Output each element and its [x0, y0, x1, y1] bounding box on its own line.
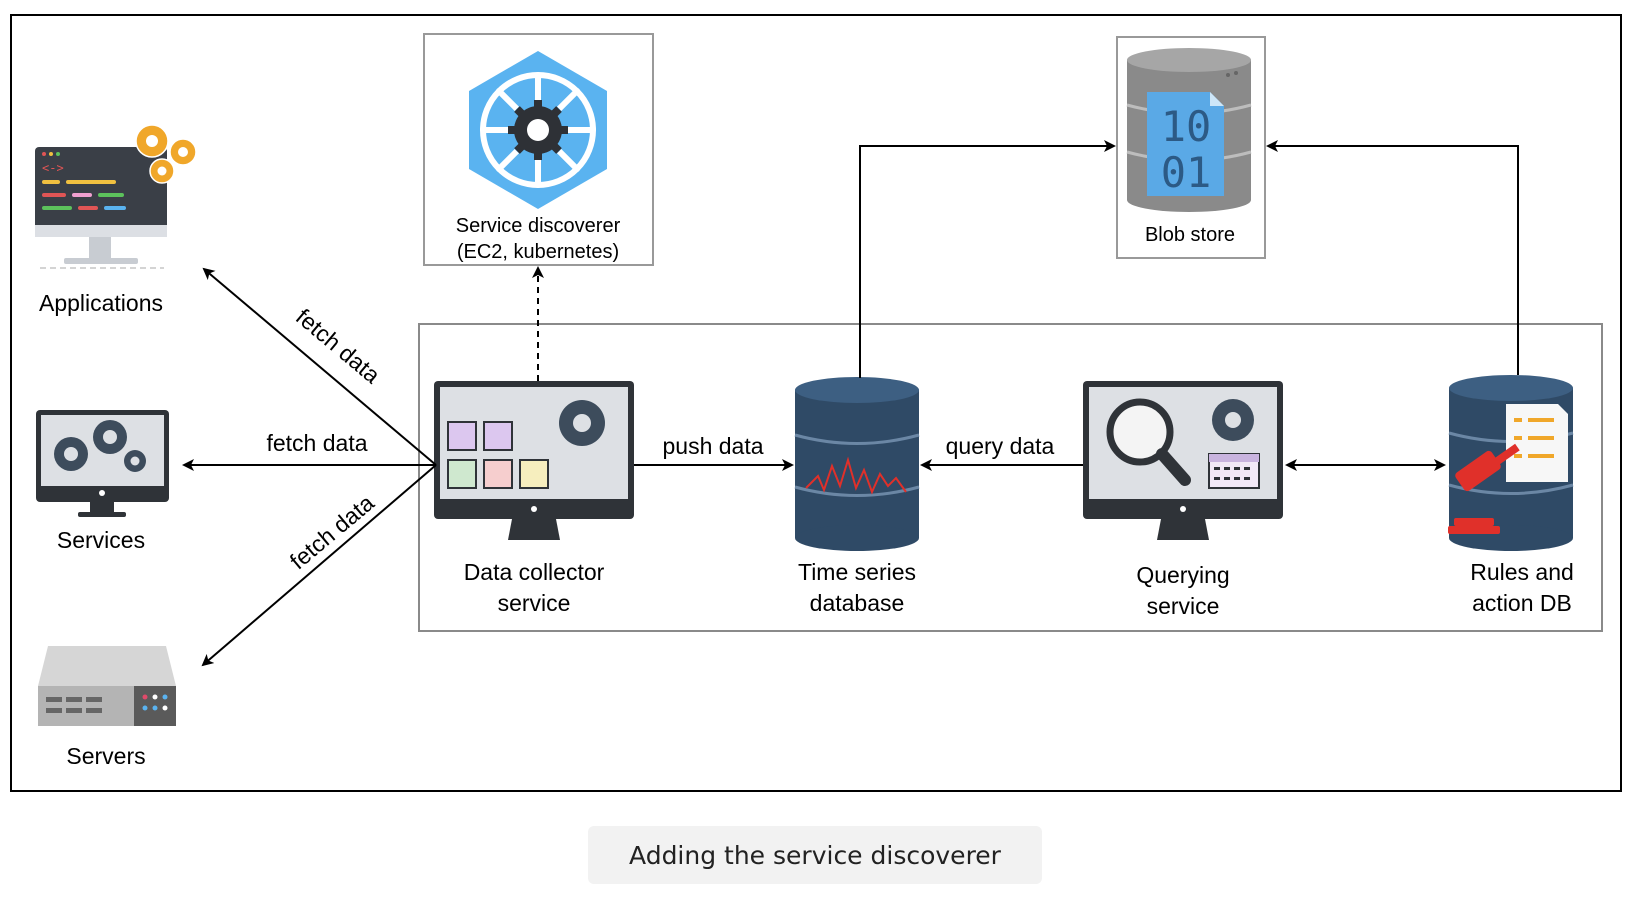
blob-bits-2: 01	[1161, 148, 1212, 197]
figure-caption: Adding the service discoverer	[588, 826, 1042, 884]
service-discoverer-label-1: Service discoverer	[456, 215, 621, 237]
time-series-label-1: Time series	[798, 559, 916, 585]
edge-label-push-data: push data	[662, 433, 763, 459]
services-icon	[36, 410, 169, 517]
data-collector-icon	[434, 381, 634, 540]
system-boundary	[418, 323, 1603, 632]
edge-label-query-data: query data	[946, 433, 1055, 459]
edge-label-fetch-applications: fetch data	[291, 303, 385, 388]
querying-label-1: Querying	[1136, 562, 1229, 588]
rules-label-1: Rules and	[1470, 559, 1574, 585]
kubernetes-icon	[469, 51, 607, 209]
data-collector-label-2: service	[498, 590, 571, 616]
edge-label-fetch-services: fetch data	[266, 430, 367, 456]
blob-store-icon: 10 01	[1126, 48, 1252, 212]
svg-text:<->: <->	[42, 161, 64, 175]
outer-frame	[10, 14, 1622, 792]
time-series-db-icon	[794, 377, 920, 551]
edge-label-fetch-servers: fetch data	[285, 489, 379, 574]
services-label: Services	[57, 527, 145, 553]
rules-label-2: action DB	[1472, 590, 1572, 616]
servers-icon	[38, 646, 176, 726]
time-series-label-2: database	[810, 590, 905, 616]
service-discoverer-label-2: (EC2, kubernetes)	[457, 241, 619, 263]
querying-label-2: service	[1147, 593, 1220, 619]
blob-bits-1: 10	[1161, 102, 1212, 151]
blob-store-label: Blob store	[1145, 224, 1235, 246]
arrow-rules-blob	[1266, 140, 1519, 375]
applications-icon: <->	[35, 124, 197, 269]
rules-db-icon	[1448, 375, 1574, 551]
applications-label: Applications	[39, 290, 163, 316]
data-collector-label-1: Data collector	[464, 559, 605, 585]
servers-label: Servers	[66, 743, 145, 769]
arrow-tsdb-blob	[859, 140, 1116, 378]
arrow-fetch-servers	[201, 464, 437, 667]
querying-service-icon	[1083, 381, 1283, 540]
arrow-fetch-applications	[202, 267, 437, 466]
